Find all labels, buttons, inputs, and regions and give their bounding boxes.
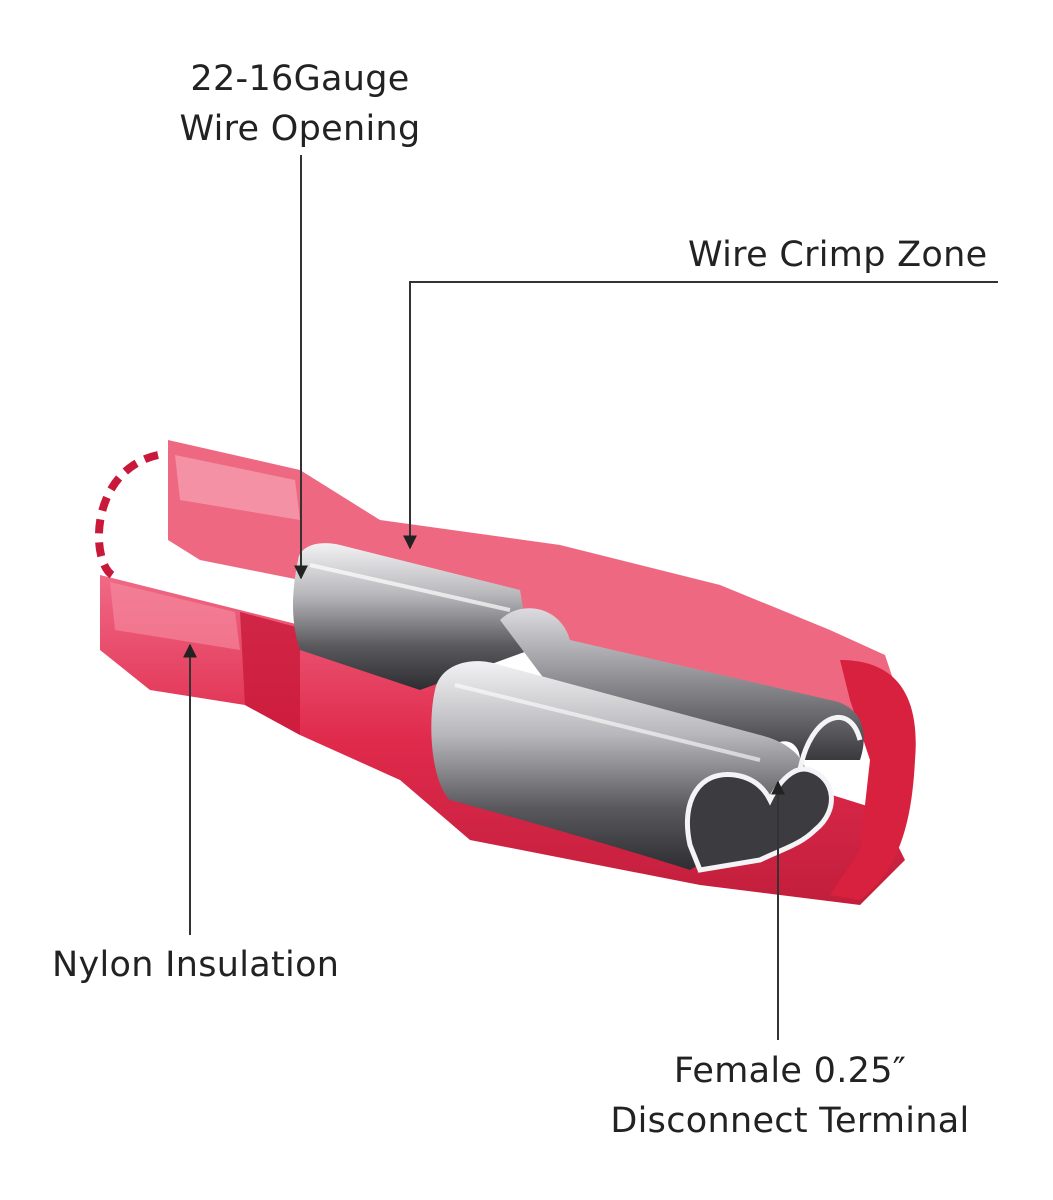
leader-lines [183,155,998,1040]
gauge-label-line2: Wire Opening [179,109,421,149]
insulation-label: Nylon Insulation [52,945,340,985]
crimp-leader [403,281,998,550]
terminal-label-line2: Disconnect Terminal [610,1101,970,1141]
metal-terminal-shape [293,543,864,873]
terminal-label-line1: Female 0.25″ [673,1051,907,1091]
crimp-zone-label: Wire Crimp Zone [688,235,988,275]
gauge-label-line1: 22-16Gauge [190,59,410,99]
wire-opening-dashed-outline [94,451,160,579]
